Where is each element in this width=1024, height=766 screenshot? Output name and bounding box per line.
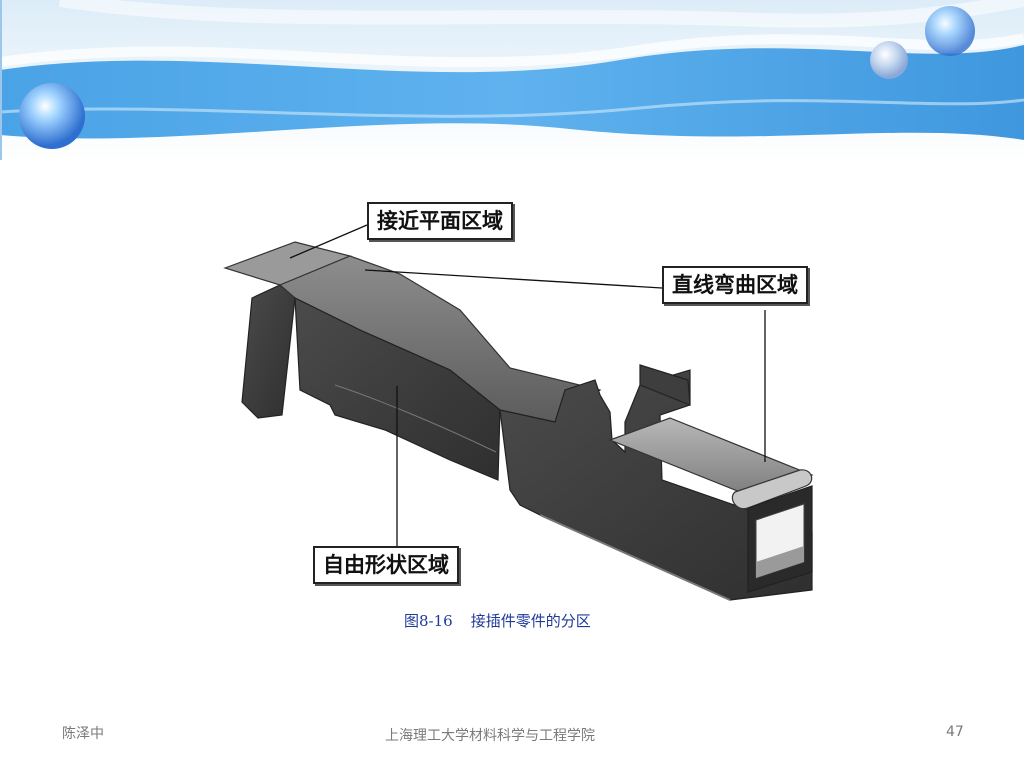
connector-part-illustration [223,224,814,601]
figure-number: 图8-16 [404,612,453,630]
footer-institution: 上海理工大学材料科学与工程学院 [385,728,595,744]
footer-page-number: 47 [946,724,964,740]
figure-caption: 图8-16 接插件零件的分区 [404,610,591,631]
header-wave-banner [0,0,1024,160]
figure-title: 接插件零件的分区 [470,612,591,630]
callout-near-flat-region: 接近平面区域 [367,202,513,240]
footer-author: 陈泽中 [62,726,104,742]
callout-free-form-region: 自由形状区域 [313,546,459,584]
callout-straight-bend-region: 直线弯曲区域 [662,266,808,304]
